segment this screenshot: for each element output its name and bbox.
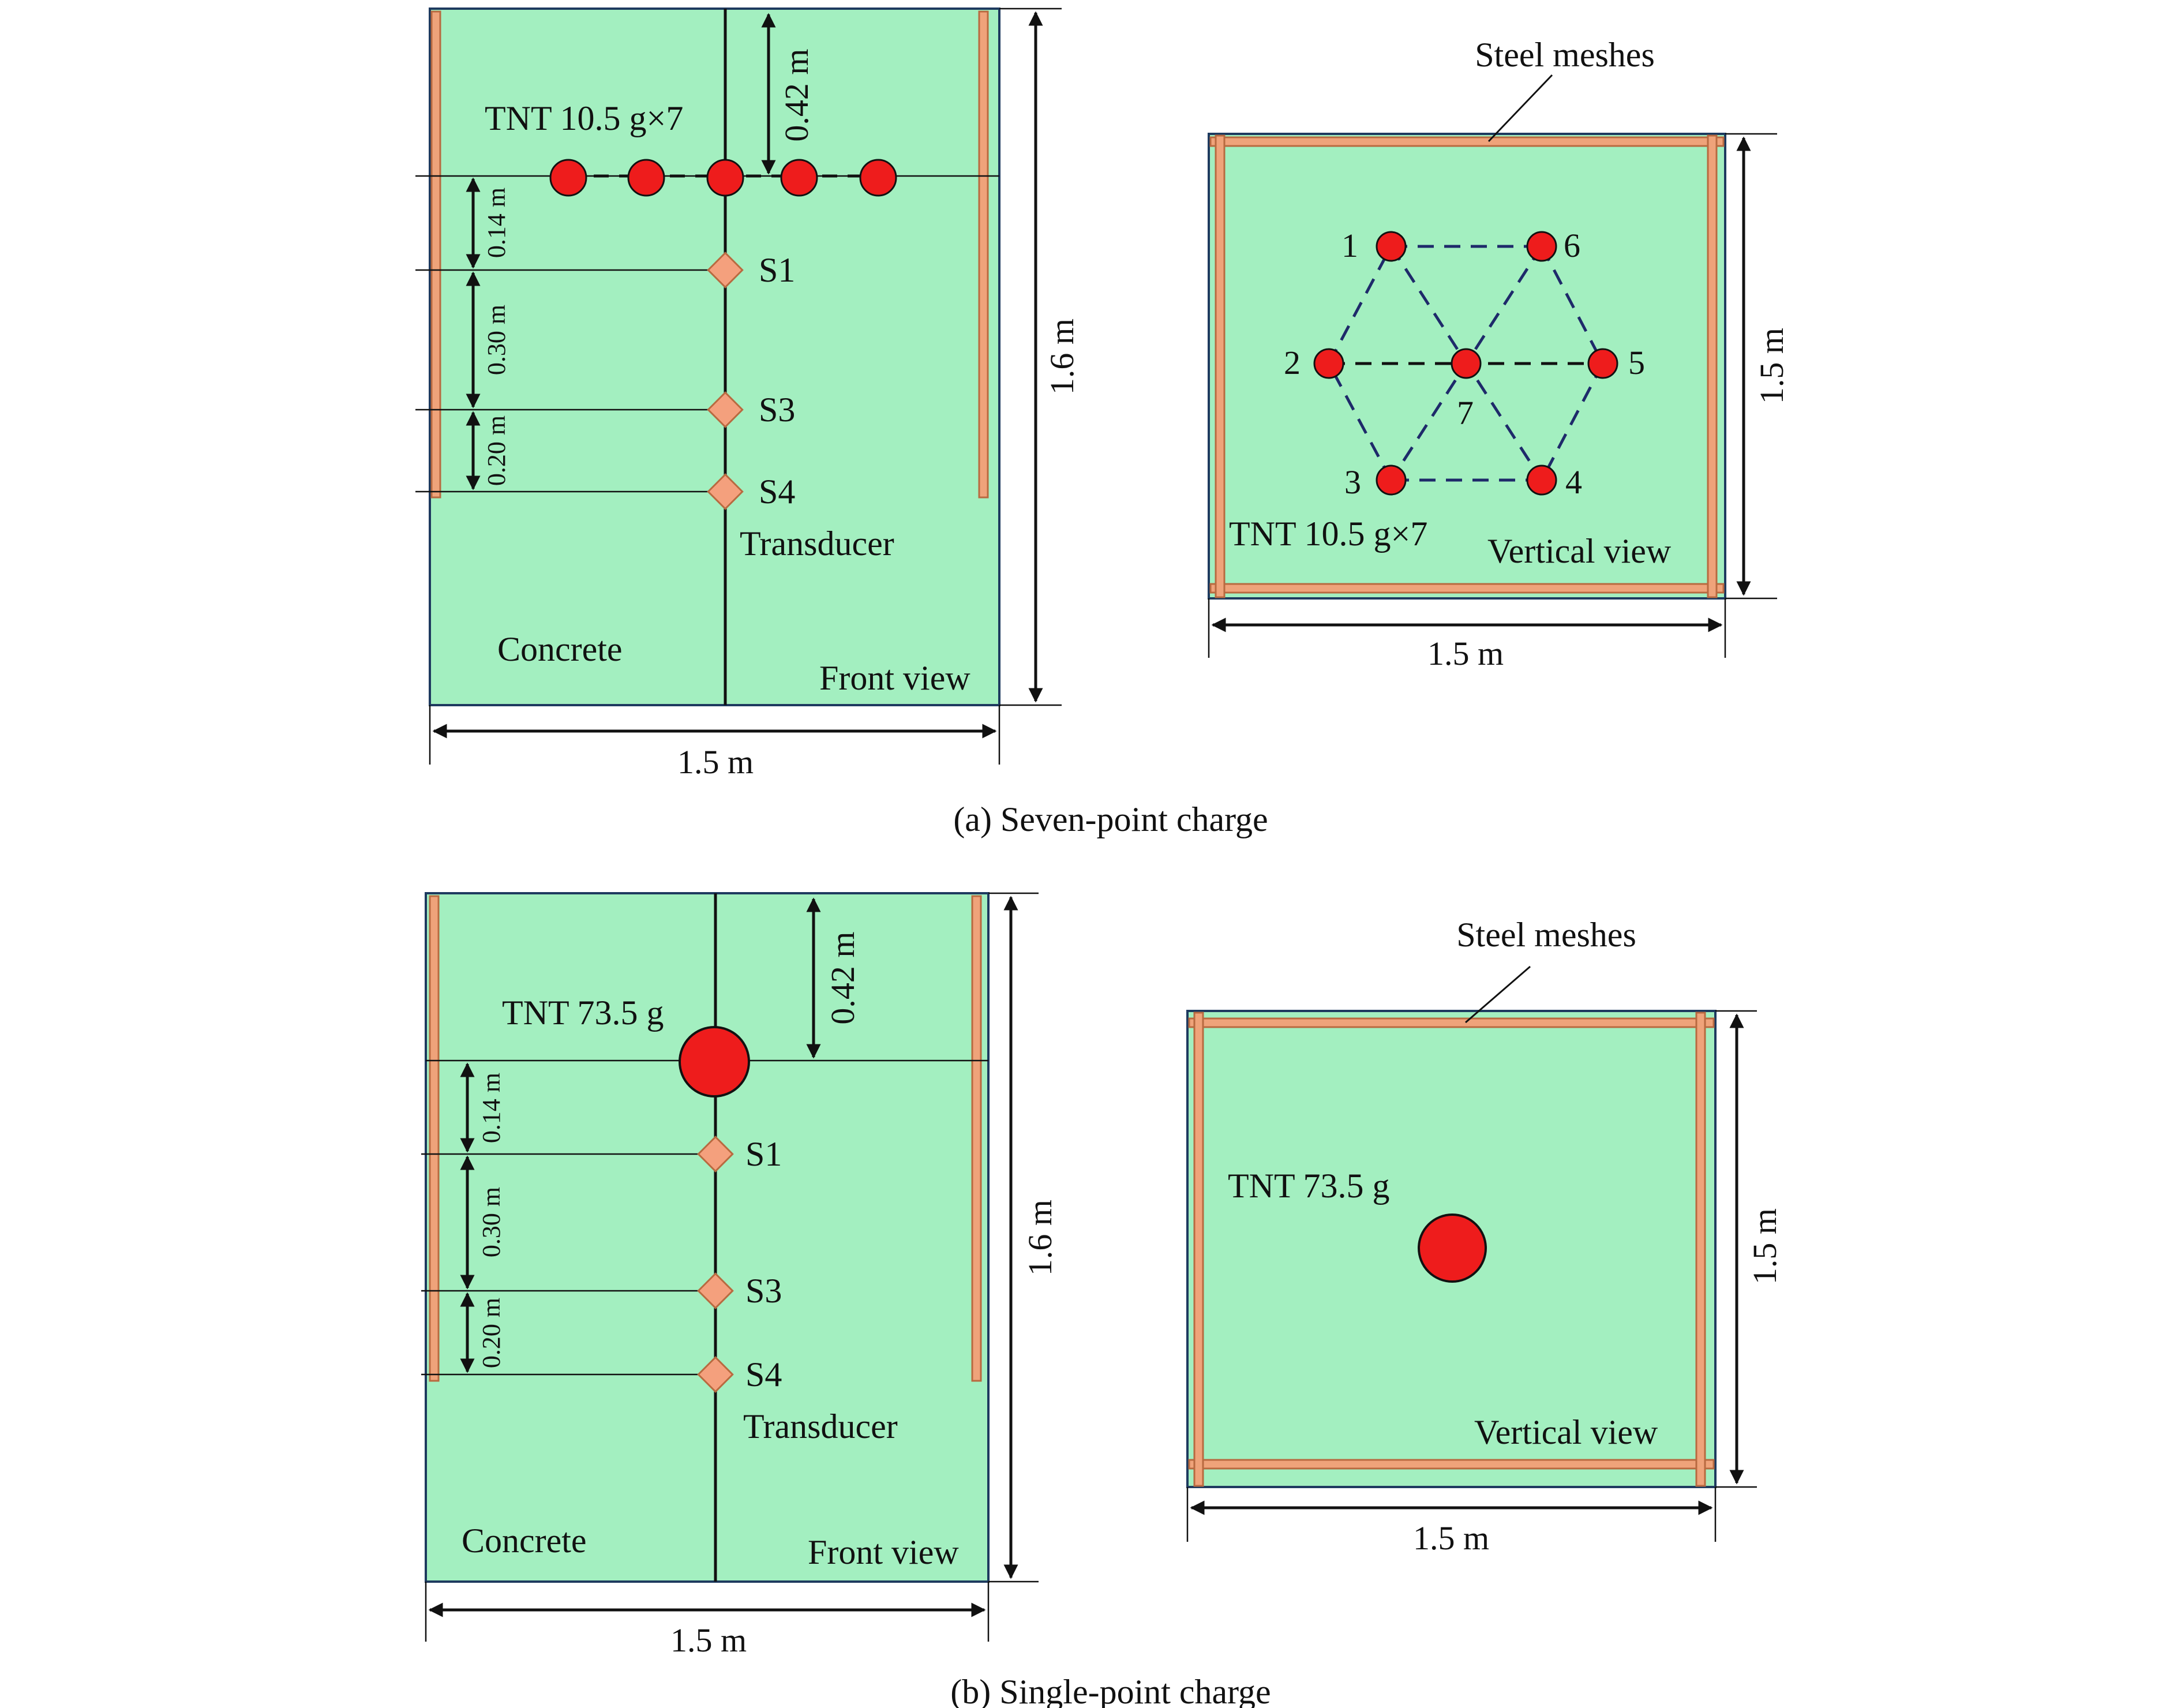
charge-7: [1451, 348, 1482, 379]
steel-mesh-right: [971, 895, 982, 1382]
charge: [859, 159, 897, 197]
width-label: 1.5 m: [1427, 635, 1504, 672]
steel-mesh-right: [1707, 134, 1718, 598]
sensor-s1: [707, 252, 744, 289]
charge-4: [1526, 465, 1557, 496]
mesh-leader: [1465, 965, 1531, 1024]
charge-2: [1313, 348, 1344, 379]
charge-number-7: 7: [1457, 394, 1474, 432]
charge-number-4: 4: [1565, 463, 1582, 501]
charge-number-2: 2: [1284, 344, 1301, 381]
sensor-s3: [707, 391, 744, 428]
sensor-label-s4: S4: [759, 473, 795, 511]
spacing-label-1: 0.30 m: [477, 1187, 505, 1257]
mesh-leader: [1487, 74, 1553, 143]
charge: [679, 1026, 750, 1098]
steel-mesh-bottom: [1188, 1459, 1715, 1470]
sensor-label-s1: S1: [759, 251, 795, 289]
panel-a-vertical-view: Steel meshes 1 2 3 4 5 6 7 TNT 10.5 g×7: [1208, 36, 1790, 672]
view-label: Vertical view: [1487, 532, 1672, 570]
caption-a: (a) Seven-point charge: [953, 800, 1268, 838]
sensor-s1: [697, 1136, 734, 1173]
panel-b-front-view: 0.42 m 0.14 m 0.30 m 0.20 m TNT 73.5 g S…: [421, 892, 1059, 1659]
steel-mesh-bottom: [1209, 583, 1725, 594]
side-label: 1.5 m: [1753, 328, 1790, 404]
depth-label: 0.42 m: [778, 48, 815, 141]
charge-label: TNT 10.5 g×7: [1229, 515, 1427, 553]
charge-label: TNT 73.5 g: [1228, 1167, 1390, 1205]
width-label: 1.5 m: [677, 743, 754, 781]
charge-number-5: 5: [1628, 344, 1645, 381]
charge-3: [1376, 465, 1407, 496]
charge-number-6: 6: [1564, 227, 1580, 264]
steel-mesh-left: [1193, 1012, 1204, 1487]
charge-5: [1587, 348, 1618, 379]
width-label: 1.5 m: [670, 1621, 747, 1659]
charge: [706, 159, 744, 197]
charge: [549, 159, 587, 197]
spacing-label-0: 0.14 m: [477, 1073, 505, 1143]
height-label: 1.6 m: [1021, 1200, 1059, 1276]
sensor-label-s4: S4: [745, 1355, 782, 1394]
charge: [1418, 1213, 1487, 1283]
panel-b-vertical-view: Steel meshes TNT 73.5 g Vertical view 1.…: [1186, 916, 1783, 1557]
spacing-label-0: 0.14 m: [482, 188, 511, 258]
sensor-s3: [697, 1272, 734, 1309]
sensor-label-s1: S1: [745, 1135, 782, 1173]
mesh-label: Steel meshes: [1475, 36, 1655, 74]
charge-label: TNT 73.5 g: [502, 994, 664, 1032]
sensor-s4: [707, 473, 744, 510]
charge-number-3: 3: [1344, 463, 1361, 501]
steel-mesh-right: [1695, 1012, 1706, 1487]
concrete-label: Concrete: [462, 1522, 587, 1560]
charge-label: TNT 10.5 g×7: [485, 99, 683, 137]
steel-mesh-left: [430, 10, 441, 499]
spacing-label-2: 0.20 m: [477, 1298, 505, 1368]
charge-1: [1376, 231, 1407, 262]
steel-mesh-left: [429, 895, 440, 1382]
side-label: 1.5 m: [1746, 1208, 1783, 1284]
spacing-label-1: 0.30 m: [482, 305, 511, 375]
charge-number-1: 1: [1341, 227, 1358, 264]
spacing-label-2: 0.20 m: [482, 415, 511, 486]
concrete-block: [429, 8, 1000, 706]
concrete-block: [425, 892, 990, 1583]
view-label: Front view: [808, 1533, 959, 1571]
height-label: 1.6 m: [1043, 319, 1081, 395]
transducer-label: Transducer: [743, 1407, 898, 1445]
width-label: 1.5 m: [1413, 1519, 1489, 1557]
concrete-label: Concrete: [497, 630, 623, 668]
charge-6: [1526, 231, 1557, 262]
transducer-label: Transducer: [740, 525, 894, 563]
steel-mesh-right: [978, 10, 989, 499]
view-label: Front view: [819, 659, 970, 697]
steel-mesh-top: [1188, 1017, 1715, 1028]
view-label: Vertical view: [1474, 1413, 1658, 1451]
sensor-label-s3: S3: [759, 391, 795, 429]
steel-mesh-top: [1209, 136, 1725, 147]
sensor-label-s3: S3: [745, 1272, 782, 1310]
caption-b: (b) Single-point charge: [950, 1673, 1271, 1708]
charge: [780, 159, 818, 197]
steel-mesh-left: [1215, 134, 1226, 598]
panel-a-front-view: 0.42 m 0.14 m 0.30 m 0.20 m TNT 10.5 g×7…: [415, 8, 1081, 781]
mesh-label: Steel meshes: [1456, 916, 1636, 954]
depth-label: 0.42 m: [824, 931, 861, 1024]
sensor-s4: [697, 1356, 734, 1393]
charge: [627, 159, 665, 197]
